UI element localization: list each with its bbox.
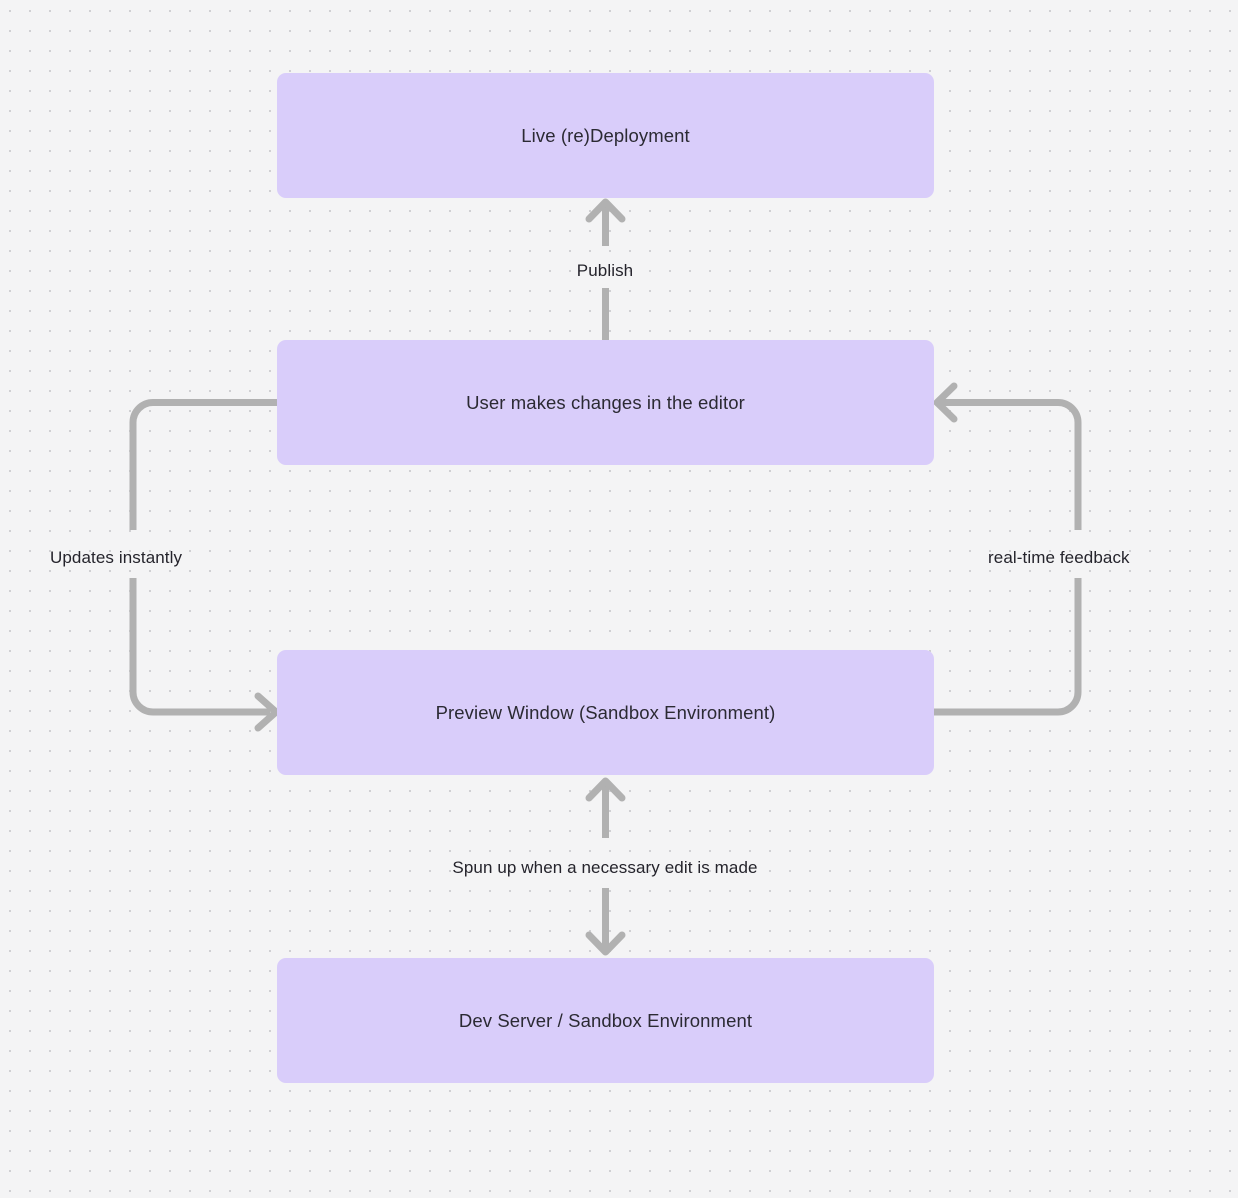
node-live-redeployment-label: Live (re)Deployment (521, 124, 690, 146)
node-user-makes-changes[interactable]: User makes changes in the editor (277, 340, 934, 465)
node-preview-window-label: Preview Window (Sandbox Environment) (435, 701, 776, 723)
edge-label-publish: Publish (576, 261, 634, 280)
node-preview-window[interactable]: Preview Window (Sandbox Environment) (277, 650, 934, 775)
edge-label-realtime-feedback: real-time feedback (988, 548, 1130, 567)
node-live-redeployment[interactable]: Live (re)Deployment (277, 73, 934, 198)
node-dev-server-label: Dev Server / Sandbox Environment (458, 1009, 753, 1031)
edge-label-spun-up: Spun up when a necessary edit is made (452, 858, 758, 877)
edge-label-updates-instantly: Updates instantly (50, 548, 183, 567)
node-user-makes-changes-label: User makes changes in the editor (466, 391, 745, 413)
node-dev-server[interactable]: Dev Server / Sandbox Environment (277, 958, 934, 1083)
